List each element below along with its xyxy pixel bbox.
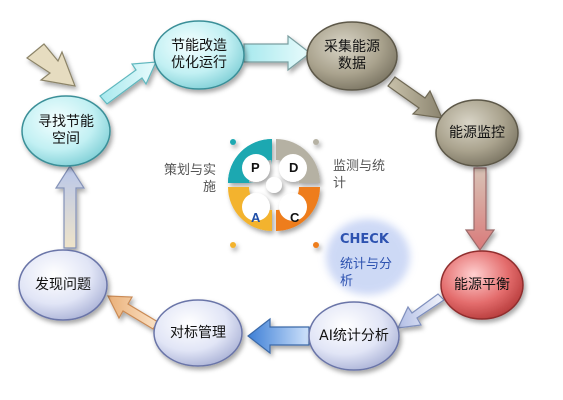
check-title: CHECK bbox=[340, 232, 389, 247]
arrow-balance-to-ai bbox=[396, 293, 445, 329]
entry-arrow bbox=[25, 43, 76, 87]
arrow-find-to-optimize bbox=[99, 61, 157, 105]
pdca-letter-c: C bbox=[290, 210, 300, 225]
node-collect[interactable] bbox=[306, 21, 398, 91]
arrow-ai-to-benchmark bbox=[247, 317, 310, 355]
monitor-stat-label: 监测与统 计 bbox=[333, 159, 386, 191]
plan-label: 策划与实 施 bbox=[163, 163, 216, 195]
arrow-benchmark-to-problem bbox=[107, 295, 159, 330]
node-optimize[interactable] bbox=[153, 20, 245, 90]
arrow-collect-to-monitor bbox=[387, 76, 443, 119]
check-subtitle: 统计与分 析 bbox=[340, 257, 393, 289]
node-find-problem[interactable] bbox=[18, 249, 108, 321]
node-monitor[interactable] bbox=[435, 99, 519, 167]
pdca-letter-d: D bbox=[289, 160, 299, 175]
pdca-letter-p: P bbox=[251, 160, 260, 175]
pdca-emblem bbox=[228, 139, 320, 248]
node-find-space[interactable] bbox=[21, 95, 111, 167]
arrow-monitor-to-balance bbox=[464, 167, 496, 252]
node-balance[interactable] bbox=[440, 250, 524, 320]
arrow-problem-to-find bbox=[54, 164, 86, 249]
node-ai-analysis[interactable] bbox=[308, 301, 400, 371]
pdca-letter-a: A bbox=[251, 210, 261, 225]
node-benchmark[interactable] bbox=[153, 299, 243, 367]
arrow-optimize-to-collect bbox=[243, 34, 311, 72]
check-glow bbox=[326, 219, 410, 295]
